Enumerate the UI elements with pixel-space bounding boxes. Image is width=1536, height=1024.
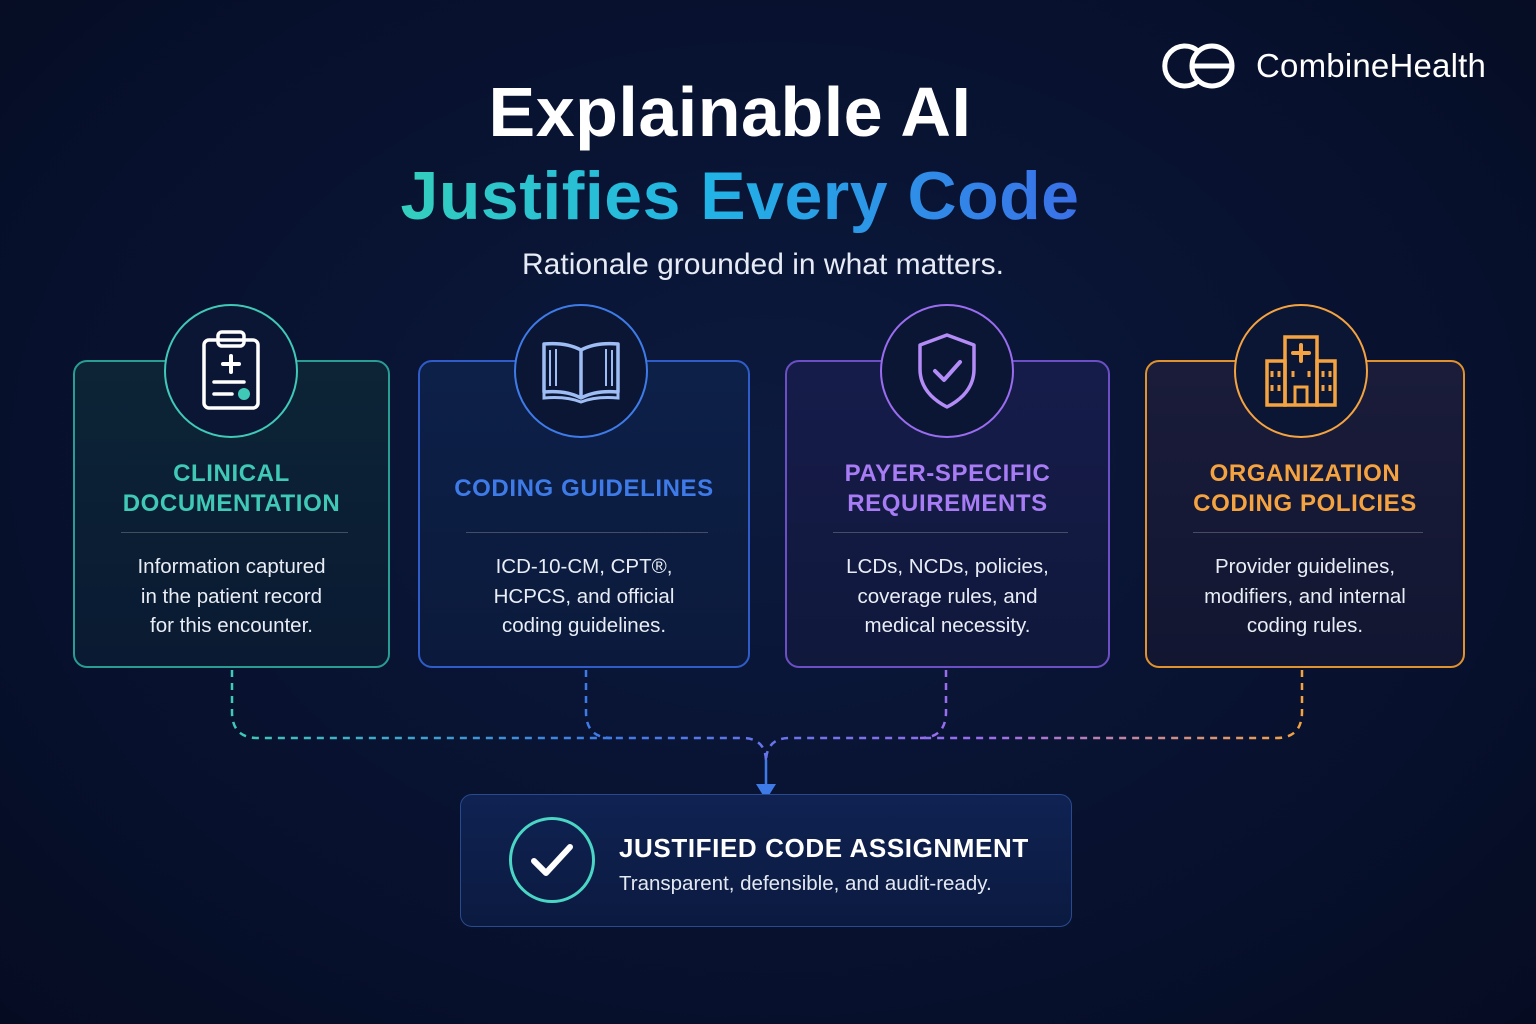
- card-title: ORGANIZATION CODING POLICIES: [1193, 460, 1417, 517]
- clipboard-medical-icon: [202, 330, 260, 410]
- result-box: JUSTIFIED CODE ASSIGNMENT Transparent, d…: [460, 794, 1072, 927]
- result-description: Transparent, defensible, and audit-ready…: [619, 872, 992, 895]
- headline-line-2: Justifies Every Code: [390, 157, 1090, 235]
- card-title: PAYER-SPECIFIC REQUIREMENTS: [844, 460, 1051, 517]
- card-divider: [1193, 532, 1423, 533]
- result-icon-circle: [509, 817, 595, 903]
- icon-circle-payer: [880, 304, 1014, 438]
- icon-circle-coding: [514, 304, 648, 438]
- connector-coding: [584, 670, 613, 740]
- brand: CombineHealth: [1160, 40, 1486, 92]
- icon-circle-clinical: [164, 304, 298, 438]
- card-divider: [121, 532, 348, 533]
- card-divider: [833, 532, 1068, 533]
- result-title: JUSTIFIED CODE ASSIGNMENT: [619, 833, 1029, 863]
- brand-name: CombineHealth: [1256, 47, 1487, 84]
- card-description: Provider guidelines, modifiers, and inte…: [1204, 555, 1406, 637]
- card-description: ICD-10-CM, CPT®, HCPCS, and official cod…: [493, 555, 675, 637]
- connector-organization: [764, 670, 1304, 763]
- open-book-icon: [542, 341, 620, 404]
- subtitle: Rationale grounded in what matters.: [522, 248, 1004, 281]
- checkmark-circle-icon: [531, 844, 573, 876]
- card-divider: [466, 532, 708, 533]
- connector-payer: [919, 670, 948, 740]
- connector-arrowhead: [756, 784, 776, 800]
- icon-circle-organization: [1234, 304, 1368, 438]
- shield-check-icon: [918, 333, 976, 409]
- card-title: CLINICAL DOCUMENTATION: [122, 460, 341, 517]
- combinehealth-logo-icon: [1162, 43, 1235, 89]
- hospital-building-icon: [1265, 335, 1337, 407]
- headline-line-1: Explainable AI: [488, 73, 972, 151]
- card-title: CODING GUIDELINES: [454, 475, 714, 502]
- connector-clinical: [230, 670, 768, 763]
- card-description: LCDs, NCDs, policies, coverage rules, an…: [846, 555, 1049, 637]
- card-description: Information captured in the patient reco…: [137, 555, 326, 637]
